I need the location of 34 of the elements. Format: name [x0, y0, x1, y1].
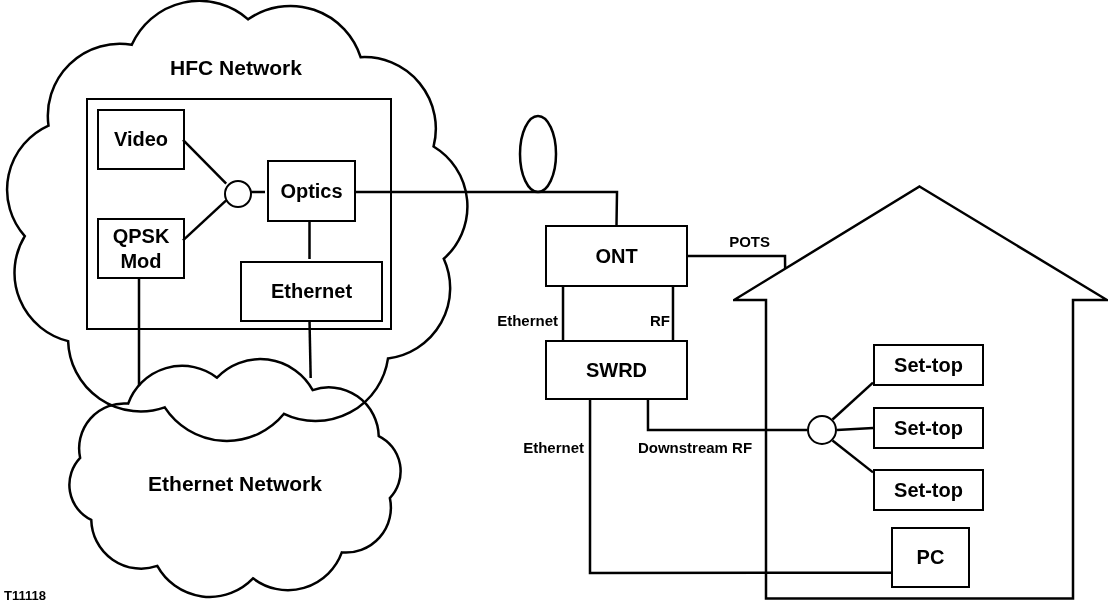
connector-line — [561, 287, 565, 340]
connector-line — [671, 287, 675, 340]
connector-line — [354, 190, 619, 226]
connector-line — [646, 400, 807, 432]
device-box: Set-top — [873, 407, 984, 449]
cloud-title: HFC Network — [169, 55, 303, 81]
connector-line — [182, 139, 228, 185]
device-box: Set-top — [873, 344, 984, 386]
connector-line — [831, 381, 874, 421]
connector-line — [308, 319, 312, 378]
connector-line — [836, 426, 874, 432]
cloud-title: Ethernet Network — [147, 471, 323, 497]
device-box: Optics — [267, 160, 356, 222]
equipment-frame — [86, 98, 392, 330]
connector-line — [137, 277, 141, 386]
device-box: PC — [891, 527, 970, 588]
figure-number: T11118 — [4, 588, 46, 605]
device-box: Ethernet — [240, 261, 383, 322]
device-box: SWRD — [545, 340, 688, 400]
edge-label: POTS — [728, 233, 770, 252]
connector-line — [831, 439, 874, 474]
connector-line — [308, 220, 311, 259]
device-box: QPSK Mod — [97, 218, 185, 279]
edge-label: Ethernet — [496, 312, 558, 331]
edge-label: Ethernet — [522, 439, 584, 458]
device-box: Set-top — [873, 469, 984, 511]
device-box: Video — [97, 109, 185, 170]
connector-line — [588, 400, 891, 575]
connector-line — [688, 254, 787, 268]
edge-label: RF — [649, 312, 670, 331]
connector-line — [182, 199, 228, 242]
connector-line — [250, 190, 265, 194]
device-box: ONT — [545, 225, 688, 287]
edge-label: Downstream RF — [636, 439, 754, 458]
